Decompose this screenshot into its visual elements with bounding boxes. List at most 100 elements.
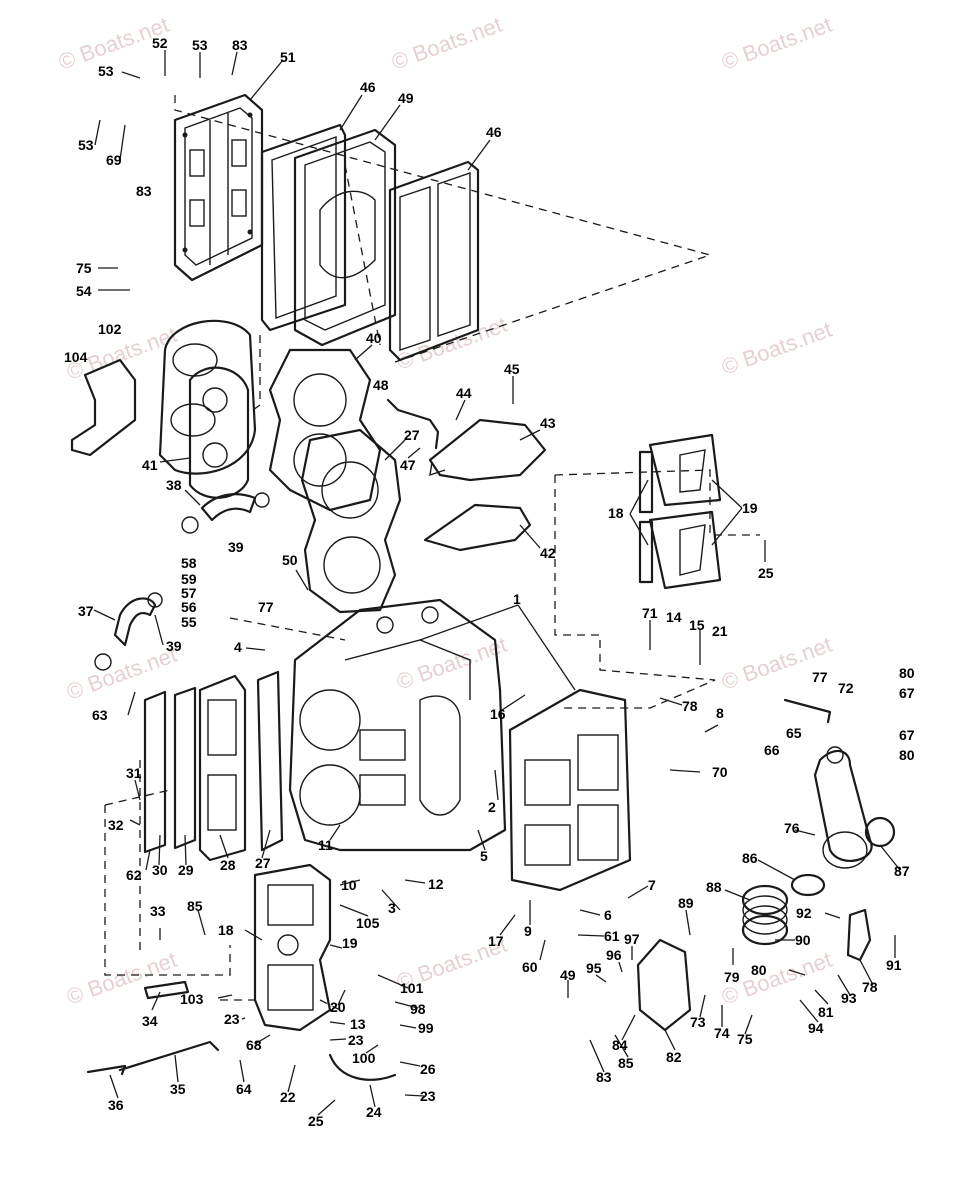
crankcase-cover [508, 688, 632, 892]
callout-label: 57 [181, 585, 197, 601]
exhaust-cover [173, 93, 264, 282]
bushing [790, 873, 826, 897]
carburetor [253, 863, 332, 1032]
callout-label: 34 [142, 1013, 158, 1029]
callout-label: 77 [812, 669, 828, 685]
exhaust-cover-gasket [260, 123, 347, 332]
callout-label: 65 [786, 725, 802, 741]
callout-label: 29 [178, 862, 194, 878]
callout-label: 30 [152, 862, 168, 878]
assembly-dashed-lines [104, 95, 760, 1011]
callout-label: 84 [612, 1037, 628, 1053]
callout-label: 26 [420, 1061, 436, 1077]
callout-label: 73 [690, 1014, 706, 1030]
callout-label: 63 [92, 707, 108, 723]
throttle-link-rod [783, 698, 832, 724]
callout-label: 100 [352, 1050, 376, 1066]
callout-label: 89 [678, 895, 694, 911]
callout-label: 4 [234, 639, 242, 655]
callout-label: 1 [513, 591, 521, 607]
callout-label: 101 [400, 980, 424, 996]
callout-label: 23 [348, 1032, 364, 1048]
callout-label: 78 [862, 979, 878, 995]
callout-label: 90 [795, 932, 811, 948]
thermostat-gasket [423, 503, 532, 552]
callout-label: 25 [308, 1113, 324, 1129]
callout-label: 25 [758, 565, 774, 581]
callout-label: 23 [224, 1011, 240, 1027]
callout-label: 60 [522, 959, 538, 975]
callout-label: 85 [618, 1055, 634, 1071]
callout-label: 68 [246, 1037, 262, 1053]
callout-label: 3 [388, 900, 396, 916]
callout-label: 97 [624, 931, 640, 947]
callout-label: 53 [78, 137, 94, 153]
callout-label: 46 [486, 124, 502, 140]
callout-label: 105 [356, 915, 380, 931]
callout-label: 43 [540, 415, 556, 431]
callout-label: 67 [899, 727, 915, 743]
crankcase-block [288, 598, 507, 852]
callout-label: 45 [504, 361, 520, 377]
callout-label: 80 [899, 747, 915, 763]
callout-label: 42 [540, 545, 556, 561]
watermark: © Boats.net [393, 632, 510, 695]
callout-label: 74 [714, 1025, 730, 1041]
callout-label: 40 [366, 330, 382, 346]
callout-label: 55 [181, 614, 197, 630]
callout-label: 44 [456, 385, 472, 401]
callout-label: 99 [418, 1020, 434, 1036]
water-hose [113, 597, 157, 647]
callout-label: 83 [136, 183, 152, 199]
callout-label: 12 [428, 876, 444, 892]
callout-label: 8 [716, 705, 724, 721]
callout-label: 88 [706, 879, 722, 895]
thermostat-cover [428, 418, 547, 482]
fuel-line [328, 1053, 397, 1081]
mounting-bracket [70, 358, 137, 457]
callout-label: 75 [76, 260, 92, 276]
leader-lines [93, 50, 901, 1116]
callout-label: 91 [886, 957, 902, 973]
callout-label: 48 [373, 377, 389, 393]
callout-label: 20 [330, 999, 346, 1015]
transfer-port-covers [143, 670, 284, 862]
throttle-lever [846, 908, 872, 962]
callout-label: 50 [282, 552, 298, 568]
callout-label: 53 [192, 37, 208, 53]
water-tube [386, 398, 440, 450]
callout-label: 58 [181, 555, 197, 571]
callout-label: 59 [181, 571, 197, 587]
bypass-hose [200, 493, 257, 522]
callout-label: 19 [342, 935, 358, 951]
callout-label: 32 [108, 817, 124, 833]
callout-label: 17 [488, 933, 504, 949]
cylinder-head [268, 348, 382, 512]
callout-label: 18 [218, 922, 234, 938]
callout-label: 35 [170, 1081, 186, 1097]
spark-plug [143, 980, 190, 1000]
head-gasket [188, 366, 250, 499]
callout-label: 27 [255, 855, 271, 871]
callout-label: 22 [280, 1089, 296, 1105]
callout-label: 21 [712, 623, 728, 639]
callout-label: 53 [98, 63, 114, 79]
callout-label: 36 [108, 1097, 124, 1113]
reed-valve-assembly [638, 433, 722, 590]
callout-label: 62 [126, 867, 142, 883]
callout-label: 82 [666, 1049, 682, 1065]
callout-label: 76 [784, 820, 800, 836]
callout-label: 80 [899, 665, 915, 681]
callout-label: 52 [152, 35, 168, 51]
callout-label: 49 [398, 90, 414, 106]
callout-label: 46 [360, 79, 376, 95]
callout-label: 104 [64, 349, 88, 365]
callout-label: 7 [648, 877, 656, 893]
throttle-arm [813, 746, 896, 869]
callout-label: 98 [410, 1001, 426, 1017]
callout-label: 71 [642, 605, 658, 621]
callout-label: 41 [142, 457, 158, 473]
callout-label: 96 [606, 947, 622, 963]
callout-label: 28 [220, 857, 236, 873]
callout-label: 10 [341, 877, 357, 893]
